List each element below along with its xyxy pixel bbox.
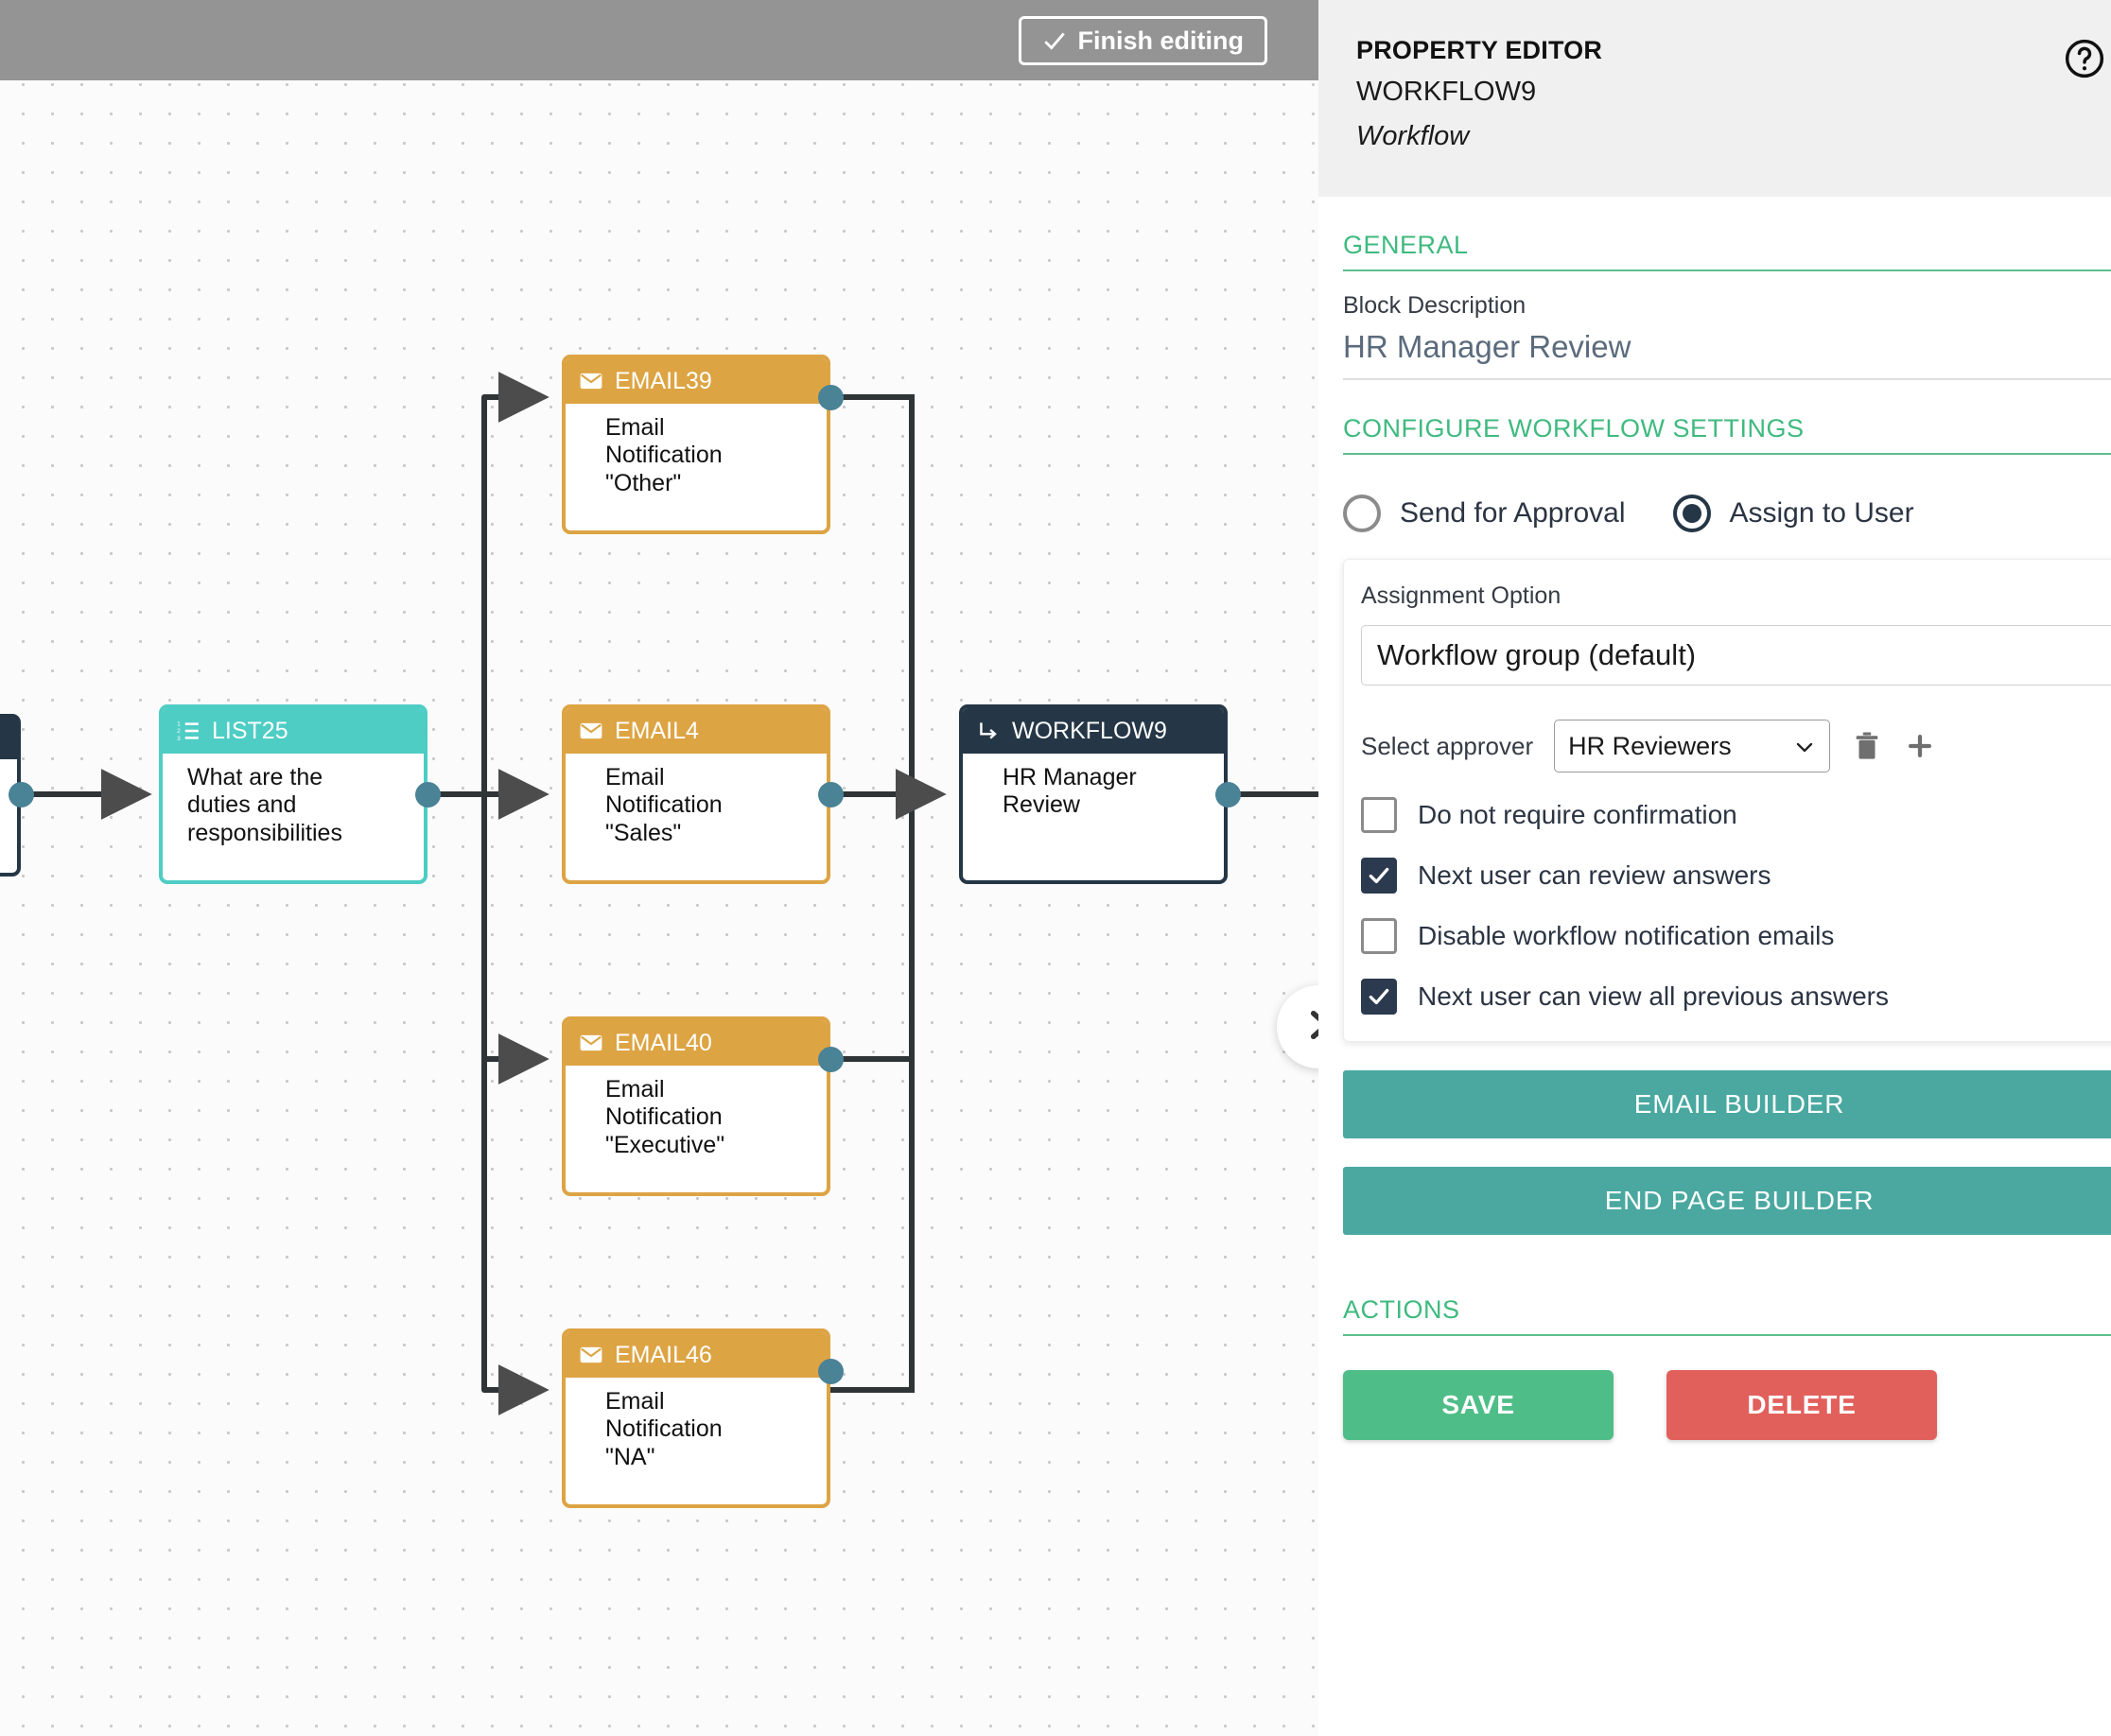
general-section-heading: GENERAL [1343,231,1469,259]
assignment-mode-radio-group: Send for Approval Assign to User [1343,495,2111,532]
port-workflow9-out[interactable] [1215,782,1241,807]
workflow-canvas[interactable]: EMAIL39 Email Notification "Other" 1 2 3… [0,0,1318,1736]
property-editor-body: GENERAL Block Description HR Manager Rev… [1318,231,2111,1440]
email-builder-button[interactable]: EMAIL BUILDER [1343,1070,2111,1138]
checkbox-do-not-require-confirmation[interactable]: Do not require confirmation [1361,797,2111,833]
port-list25-out[interactable] [415,782,441,807]
envelope-icon [579,1031,603,1055]
workflow-settings-divider [1343,453,2111,455]
radio-send-for-approval-label: Send for Approval [1400,497,1626,529]
node-workflow9-title: WORKFLOW9 [1012,717,1167,744]
select-approver-dropdown[interactable]: HR Reviewers [1554,720,1831,773]
numbered-list-icon: 1 2 3 [176,719,201,743]
connector-layer [21,372,1318,1415]
node-email40[interactable]: EMAIL40 Email Notification "Executive" [562,1016,830,1196]
node-workflow9-body: HR Manager Review [963,754,1224,830]
node-email4-body: Email Notification "Sales" [566,754,827,858]
block-description-label: Block Description [1343,292,1527,319]
radio-assign-to-user-label: Assign to User [1729,497,1914,529]
node-list25-title: LIST25 [212,717,288,744]
action-buttons-row: SAVE DELETE [1343,1370,2111,1440]
node-email39-body: Email Notification "Other" [566,404,827,508]
checkbox-next-user-can-review-answers[interactable]: Next user can review answers [1361,858,2111,894]
finish-editing-button[interactable]: Finish editing [1018,16,1267,65]
trash-icon[interactable] [1851,728,1883,764]
property-editor-block-type: Workflow [1356,121,1470,151]
envelope-icon [579,719,603,743]
checkbox-disable-workflow-notification-emails[interactable]: Disable workflow notification emails [1361,918,2111,954]
checkbox-next-user-can-view-all-previous-answers[interactable]: Next user can view all previous answers [1361,979,2111,1015]
node-list25-header: 1 2 3 LIST25 [163,708,424,754]
property-editor-header: PROPERTY EDITOR WORKFLOW9 Workflow [1318,0,2111,197]
node-list25[interactable]: 1 2 3 LIST25 What are the duties and res… [159,704,427,884]
select-approver-row: Select approver HR Reviewers [1361,720,2111,773]
node-workflow9-header: WORKFLOW9 [963,708,1224,754]
node-email4[interactable]: EMAIL4 Email Notification "Sales" [562,704,830,884]
select-approver-value: HR Reviewers [1568,731,1732,760]
port-email46-out[interactable] [818,1359,844,1384]
svg-text:3: 3 [177,736,181,742]
radio-send-for-approval[interactable]: Send for Approval [1343,495,1626,532]
svg-text:1: 1 [177,721,181,728]
property-editor-kicker: PROPERTY EDITOR [1356,36,1603,64]
block-description-input[interactable]: HR Manager Review [1343,320,2111,380]
finish-editing-label: Finish editing [1077,26,1245,55]
chevron-right-icon [1299,1005,1318,1050]
node-email40-title: EMAIL40 [615,1029,712,1056]
checkbox-do-not-require-confirmation-label: Do not require confirmation [1418,800,1737,829]
workflow-settings-heading: CONFIGURE WORKFLOW SETTINGS [1343,414,1805,443]
assignment-option-label: Assignment Option [1361,582,1561,609]
radio-circle-selected-icon [1672,495,1711,532]
select-approver-label: Select approver [1361,731,1534,760]
envelope-icon [579,369,603,393]
end-page-builder-button[interactable]: END PAGE BUILDER [1343,1167,2111,1235]
radio-assign-to-user[interactable]: Assign to User [1672,495,1914,532]
save-button[interactable]: SAVE [1343,1370,1614,1440]
radio-circle-icon [1343,495,1381,532]
node-email46-body: Email Notification "NA" [566,1378,827,1482]
node-email39-title: EMAIL39 [615,367,712,394]
actions-section-heading: ACTIONS [1343,1295,1460,1324]
node-email40-header: EMAIL40 [566,1020,827,1066]
checkbox-checked-icon [1361,858,1397,894]
checkbox-next-user-can-review-answers-label: Next user can review answers [1418,860,1771,890]
node-email39[interactable]: EMAIL39 Email Notification "Other" [562,355,830,534]
checkbox-disable-workflow-notification-emails-label: Disable workflow notification emails [1418,921,1835,950]
node-partial-header [0,718,17,759]
node-email40-body: Email Notification "Executive" [566,1066,827,1170]
port-email40-out[interactable] [818,1047,844,1072]
port-email39-out[interactable] [818,385,844,410]
checkbox-unchecked-icon [1361,918,1397,954]
assignment-option-input[interactable]: Workflow group (default) [1361,625,2111,686]
node-email46[interactable]: EMAIL46 Email Notification "NA" [562,1328,830,1508]
node-email4-title: EMAIL4 [615,717,699,744]
checkbox-next-user-can-view-all-previous-answers-label: Next user can view all previous answers [1418,981,1889,1011]
node-list25-body: What are the duties and responsibilities [163,754,424,858]
checkbox-checked-icon [1361,979,1397,1015]
plus-icon[interactable] [1904,730,1936,762]
chevron-down-icon [1793,736,1816,758]
assignment-card: Assignment Option Workflow group (defaul… [1343,559,2111,1042]
checkbox-unchecked-icon [1361,797,1397,833]
port-email4-out[interactable] [818,782,844,807]
port-partial-out[interactable] [9,782,34,807]
property-editor-panel: PROPERTY EDITOR WORKFLOW9 Workflow GENER… [1318,0,2111,1736]
node-email39-header: EMAIL39 [566,358,827,404]
svg-text:2: 2 [177,728,181,735]
property-editor-block-name: WORKFLOW9 [1356,77,1537,107]
question-circle-icon[interactable] [2064,38,2105,79]
actions-section-divider [1343,1334,2111,1336]
general-section-divider [1343,269,2111,271]
node-email46-title: EMAIL46 [615,1341,712,1368]
workflow-arrow-icon [976,719,1001,743]
node-email46-header: EMAIL46 [566,1332,827,1378]
envelope-icon [579,1343,603,1367]
delete-button[interactable]: DELETE [1666,1370,1937,1440]
canvas-toolbar: Finish editing [0,0,1318,80]
node-email4-header: EMAIL4 [566,708,827,754]
node-workflow9[interactable]: WORKFLOW9 HR Manager Review [959,704,1228,884]
check-icon [1042,28,1067,53]
